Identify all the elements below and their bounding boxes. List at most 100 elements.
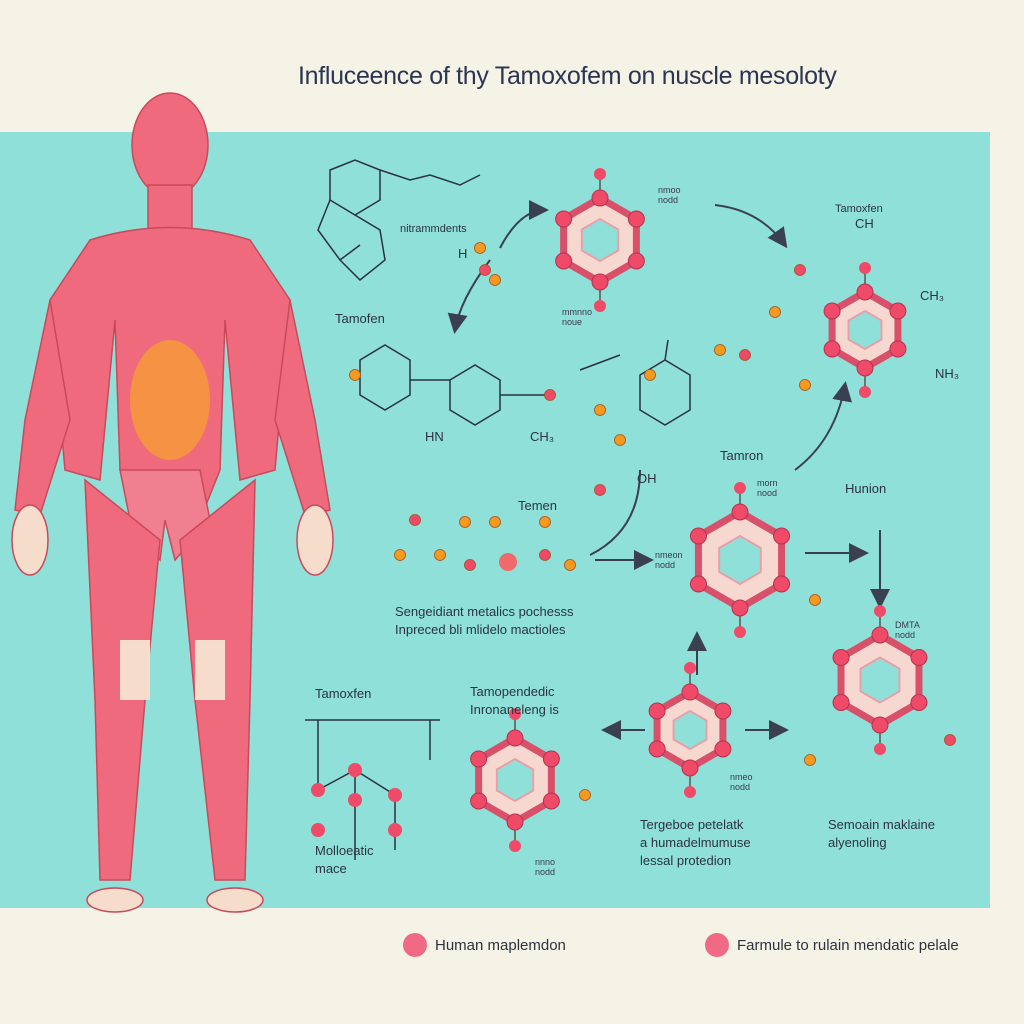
atom <box>823 340 841 358</box>
atom <box>714 740 732 758</box>
right-foot <box>206 887 264 913</box>
neck <box>147 184 193 231</box>
atom <box>509 708 521 720</box>
legend-item-2: Farmule to rulain mendatic pelale <box>705 933 959 957</box>
atom <box>542 750 560 768</box>
atom <box>859 386 871 398</box>
atom <box>832 694 850 711</box>
label-line: Semoain maklaine <box>828 817 935 832</box>
atom <box>348 793 362 807</box>
atom <box>714 344 726 356</box>
atom <box>506 813 524 831</box>
label-nitrammdents: nitrammdents <box>400 223 467 235</box>
label-line: Sengeidiant metalics pochesss <box>395 604 574 619</box>
legend-label: Farmule to rulain mendatic pelale <box>737 936 959 954</box>
label-hunion: Hunion <box>845 481 887 496</box>
atom <box>627 252 645 270</box>
atom <box>739 349 751 361</box>
atom <box>689 575 707 593</box>
legend-item-1: Human maplemdon <box>403 933 566 957</box>
atom <box>539 549 551 561</box>
label-ch3-mid: CH₃ <box>530 429 555 444</box>
label-h: H <box>458 246 468 261</box>
label-hn-mid: HN <box>425 429 444 444</box>
atom <box>542 792 560 810</box>
arrow-2 <box>714 204 788 249</box>
atom <box>648 702 666 720</box>
atom <box>773 575 791 593</box>
label-oh: OH <box>637 471 657 486</box>
atom <box>348 763 362 777</box>
legend-dot-icon <box>705 933 729 957</box>
atom <box>388 823 402 837</box>
atom <box>684 786 696 798</box>
small-label-c: nmeon nodd <box>655 550 683 570</box>
atom <box>349 369 361 381</box>
hexagon-ring <box>653 688 727 772</box>
label-semoain: Semoain maklaine alyenoling <box>828 816 935 852</box>
atom <box>773 527 791 545</box>
atom <box>564 559 576 571</box>
left-knee <box>120 640 150 700</box>
label-line: Tergeboe petelatk <box>640 817 744 832</box>
atom <box>804 754 816 766</box>
atom <box>470 792 488 810</box>
label-nh3-right: NH₃ <box>935 366 960 381</box>
atom <box>579 789 591 801</box>
atom <box>684 662 696 674</box>
atom <box>731 503 749 521</box>
hexagon-ring <box>560 194 640 286</box>
atom <box>856 283 874 301</box>
arrow-1 <box>499 200 549 249</box>
atom <box>859 262 871 274</box>
left-foot <box>86 887 144 913</box>
atom <box>734 626 746 638</box>
atom <box>489 274 501 286</box>
atom <box>591 189 609 207</box>
hexagon-ring <box>828 288 902 372</box>
atom <box>459 516 471 528</box>
abdomen-highlight <box>130 340 210 460</box>
atom <box>874 605 886 617</box>
atom <box>874 743 886 755</box>
label-line: Inronaneleng is <box>470 702 559 717</box>
atom <box>594 404 606 416</box>
atom <box>681 759 699 777</box>
hexagon-ring <box>837 631 923 729</box>
atom <box>823 302 841 320</box>
atom <box>388 788 402 802</box>
atom <box>311 783 325 797</box>
label-line: alyenoling <box>828 835 887 850</box>
atom <box>539 516 551 528</box>
atom <box>734 482 746 494</box>
right-knee <box>195 640 225 700</box>
atom <box>464 559 476 571</box>
label-ch3-right: CH₃ <box>920 288 945 303</box>
atom <box>499 553 517 571</box>
atom <box>594 484 606 496</box>
label-line: a humadelmumuse <box>640 835 751 850</box>
molecule-rings <box>475 176 923 844</box>
atom <box>871 626 889 644</box>
head <box>131 92 209 198</box>
skeletal-formulas <box>305 159 691 860</box>
atom <box>544 389 556 401</box>
atom <box>910 649 928 666</box>
atom <box>731 599 749 617</box>
atom <box>681 683 699 701</box>
label-temen: Temen <box>518 498 558 513</box>
atom <box>714 702 732 720</box>
atom <box>614 434 626 446</box>
atom <box>489 516 501 528</box>
atom <box>794 264 806 276</box>
page-title: Influceence of thy Tamoxofem on nuscle m… <box>298 62 837 90</box>
human-muscle-figure <box>11 92 334 913</box>
label-tamoxfen-bottom: Tamoxfen <box>315 686 372 701</box>
arrow-5 <box>794 381 852 471</box>
atom <box>555 210 573 228</box>
atom <box>594 168 606 180</box>
small-label-b: nmoo nodd <box>658 185 681 205</box>
small-label-a: mmnno noue <box>562 307 593 327</box>
atom <box>910 694 928 711</box>
label-line: lessal protedion <box>640 853 732 868</box>
